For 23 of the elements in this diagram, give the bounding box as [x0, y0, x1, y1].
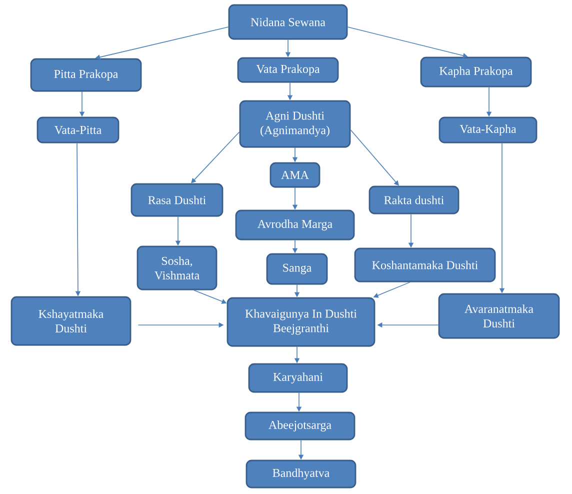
process-box: Kapha Prakopa	[420, 56, 532, 88]
process-box: Rasa Dushti	[130, 183, 224, 217]
process-box: Pitta Prakopa	[30, 58, 142, 92]
process-box: Rakta dushti	[368, 186, 460, 214]
process-box: AMA	[270, 162, 320, 188]
process-box: Abeejotsarga	[244, 412, 356, 440]
process-box: Sanga	[266, 253, 328, 285]
process-box: Khavaigunya In Dushti Beejgranthi	[226, 297, 376, 347]
process-box: Nidana Sewana	[228, 4, 348, 40]
process-box: Vata-Pitta	[36, 116, 120, 144]
process-box: Vata Prakopa	[237, 57, 339, 83]
arrow	[95, 26, 229, 60]
process-box: Kshayatmaka Dushti	[10, 296, 132, 346]
arrow	[350, 130, 399, 186]
arrow	[191, 132, 240, 184]
process-box: Avrodha Marga	[235, 210, 355, 240]
process-box: Sosha, Vishmata	[136, 246, 218, 290]
process-box: Bandhyatva	[246, 460, 356, 488]
process-box: Koshantamaka Dushti	[354, 248, 496, 282]
process-box: Avaranatmaka Dushti	[438, 293, 560, 339]
process-box: Karyahani	[248, 363, 348, 393]
process-box: Agni Dushti (Agnimandya)	[239, 100, 351, 148]
process-box: Vata-Kapha	[438, 116, 538, 144]
